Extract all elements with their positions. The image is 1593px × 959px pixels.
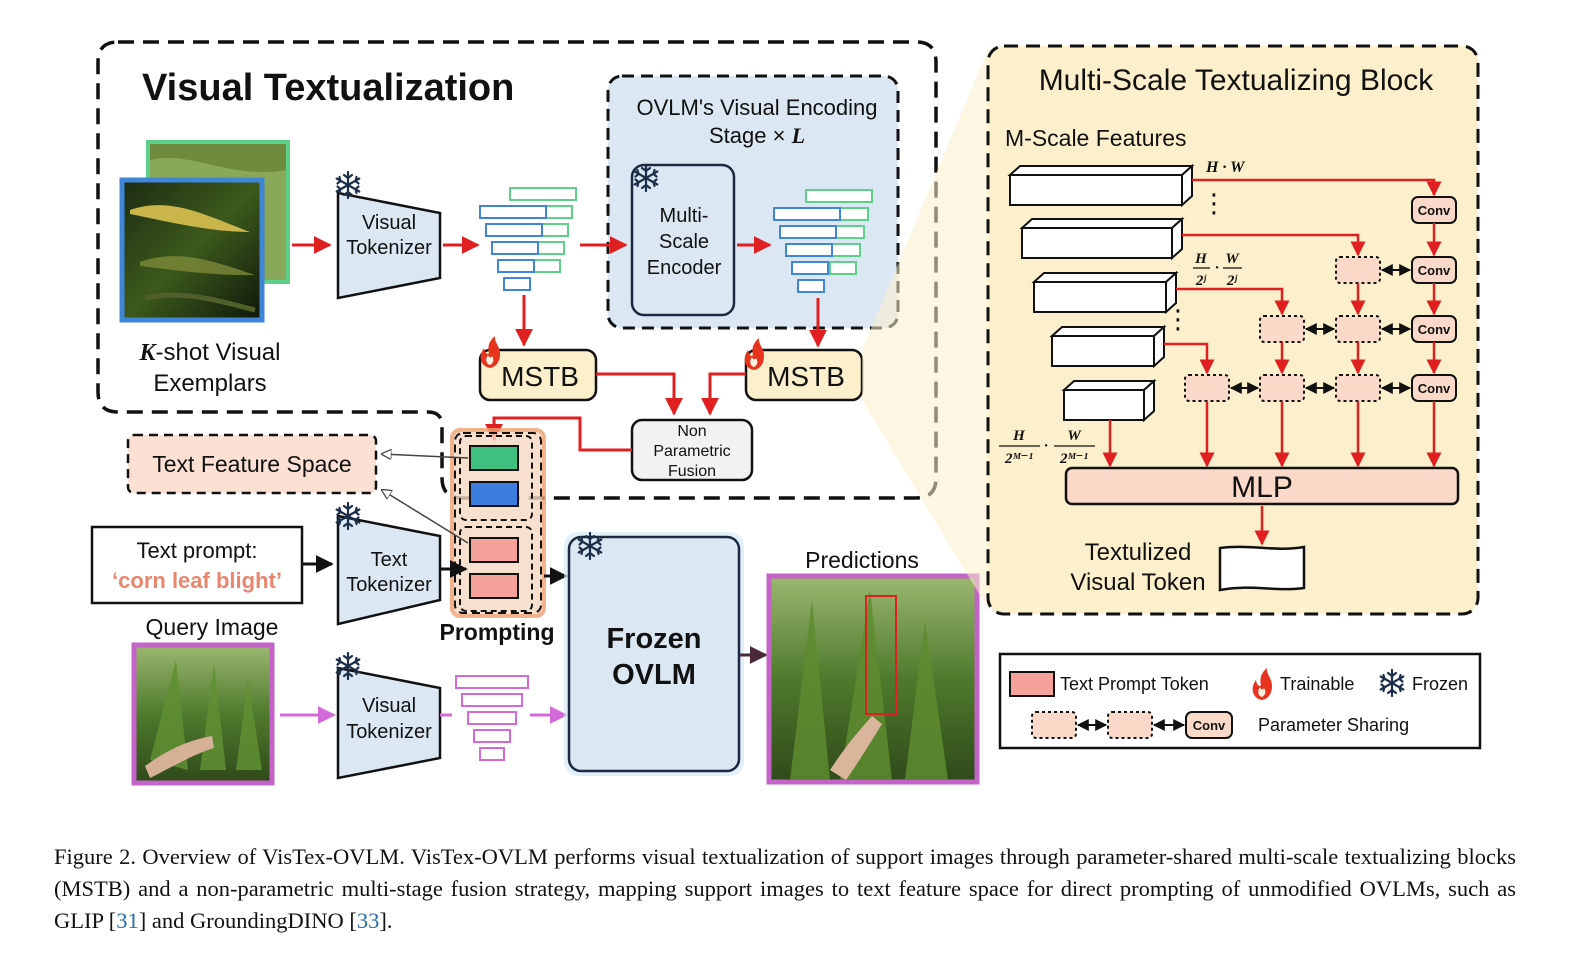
mapping-arrows [382,454,469,544]
fusion-arrows [485,372,746,452]
flame-trainable-icon [744,338,764,370]
caption-text-1: Figure 2. Overview of VisTex-OVLM. VisTe… [54,843,1516,933]
prompting-group [450,428,546,618]
legend-frozen: Frozen [1412,674,1468,694]
legend-prompt-token: Text Prompt Token [1060,674,1209,694]
legend-conv-box [1185,711,1233,739]
frozen-ovlm [567,535,741,773]
text-feature-space [126,433,378,495]
svg-text:2ʲ: 2ʲ [1195,273,1208,289]
legend-box [998,652,1482,750]
overview-diagram: Visual Textualization OVLM's Visual Enco… [90,40,1482,786]
conv-label: Conv [1418,322,1451,337]
conv-label: Conv [1418,263,1451,278]
textulized-visual-token [1218,545,1306,592]
multi-scale-feature-slabs [1007,163,1195,423]
fusion-label-3: Fusion [668,463,716,480]
text-tokenizer-label-2: Tokenizer [346,574,432,596]
output-label-2: Visual Token [1070,569,1205,596]
feature-pyramid-query [455,675,529,761]
sharing-arrows [1229,264,1412,394]
legend-prompt-token-swatch [1009,671,1055,697]
conv-boxes [1411,196,1457,402]
text-prompt-token-2 [469,573,519,599]
encoder-label-3: Encoder [647,257,722,279]
exemplars-label-line1: K-shot Visual [139,339,281,366]
text-tokenizer-label-1: Text [371,549,408,571]
encoder-label-1: Multi- [660,205,709,227]
text-prompt-token-1 [469,537,519,563]
query-image [131,642,275,786]
visual-tokenizer-bottom-label-1: Visual [362,695,416,717]
flame-trainable-icon [480,336,500,368]
svg-text:W: W [1067,428,1082,444]
exemplars-label-line2: Exemplars [153,370,266,397]
feature-pyramid-encoder [773,189,873,293]
legend-trainable: Trainable [1280,674,1354,694]
multi-scale-encoder [630,163,736,317]
visual-token-blue [469,481,519,507]
legend-shared-box [1107,711,1153,739]
visual-tokenizer-bottom [336,666,442,780]
encoder-label-2: Scale [659,231,709,253]
k-shot-exemplar-images [119,140,290,323]
ellipsis-2: ⋮ [1165,304,1191,334]
query-image-label: Query Image [146,614,279,640]
bottom-dim-label: H 2ᴹ⁻¹ · W 2ᴹ⁻¹ [999,428,1095,467]
citation-link[interactable]: 33 [356,907,380,933]
conv-label: Conv [1418,381,1451,396]
block-title: Multi-Scale Textualizing Block [1039,64,1435,97]
prediction-image [766,573,980,785]
fusion-label-2: Parametric [653,443,730,460]
feature-pyramid-tokenizer [479,187,577,291]
fusion-label-1: Non [677,423,706,440]
features-label: M-Scale Features [1005,125,1187,151]
block-flow-arrows [1102,178,1442,546]
svg-text:·: · [1044,438,1048,454]
zoom-projection [862,45,990,612]
text-prompt-box [90,525,304,605]
text-prompt-line2: ‘corn leaf blight’ [112,568,282,593]
figure-caption: Figure 2. Overview of VisTex-OVLM. VisTe… [54,841,1516,937]
visual-tokenizer-top [336,191,442,300]
ellipsis-1: ⋮ [1201,188,1227,218]
output-label-1: Textulized [1085,539,1192,566]
visual-tokenizer-bottom-label-2: Tokenizer [346,721,432,743]
text-feature-space-label: Text Feature Space [152,451,351,477]
ovlm-stage-line2: Stage × L [709,123,805,148]
flow-arrows-top [292,236,827,348]
mlp-block [1064,466,1460,506]
mlp-label: MLP [1231,471,1293,504]
visual-tokenizer-top-label-1: Visual [362,212,416,234]
mstb-label-2: MSTB [767,361,845,392]
prompting-label: Prompting [440,619,555,645]
conv-label: Conv [1418,203,1451,218]
top-dim-label: H · W [1205,159,1246,176]
svg-text:H: H [1012,428,1026,444]
visual-textualization-title: Visual Textualization [142,67,514,109]
caption-text-2: ] and GroundingDINO [ [138,907,357,933]
svg-text:H: H [1194,251,1208,267]
svg-text:2ᴹ⁻¹: 2ᴹ⁻¹ [1059,451,1088,467]
svg-text:·: · [1215,260,1219,276]
svg-text:2ʲ: 2ʲ [1226,273,1239,289]
legend-shared-box [1031,711,1077,739]
svg-text:W: W [1225,251,1240,267]
text-prompt-line1: Text prompt: [136,538,257,563]
legend-conv: Conv [1193,718,1226,733]
legend-sharing: Parameter Sharing [1258,715,1409,735]
mstb-label-1: MSTB [501,361,579,392]
svg-text:2ᴹ⁻¹: 2ᴹ⁻¹ [1004,451,1033,467]
citation-link[interactable]: 31 [116,907,139,933]
text-tokenizer [336,514,442,626]
mid-dim-label: H 2ʲ · W 2ʲ [1193,251,1242,289]
frozen-ovlm-label-2: OVLM [612,659,696,691]
caption-text-3: ]. [379,907,393,933]
visual-tokenizer-top-label-2: Tokenizer [346,237,432,259]
ovlm-stage-line1: OVLM's Visual Encoding [636,95,877,120]
visual-token-green [469,445,519,471]
frozen-ovlm-label-1: Frozen [606,623,701,655]
visual-textualization-frame [96,40,938,500]
predictions-label: Predictions [805,547,919,573]
